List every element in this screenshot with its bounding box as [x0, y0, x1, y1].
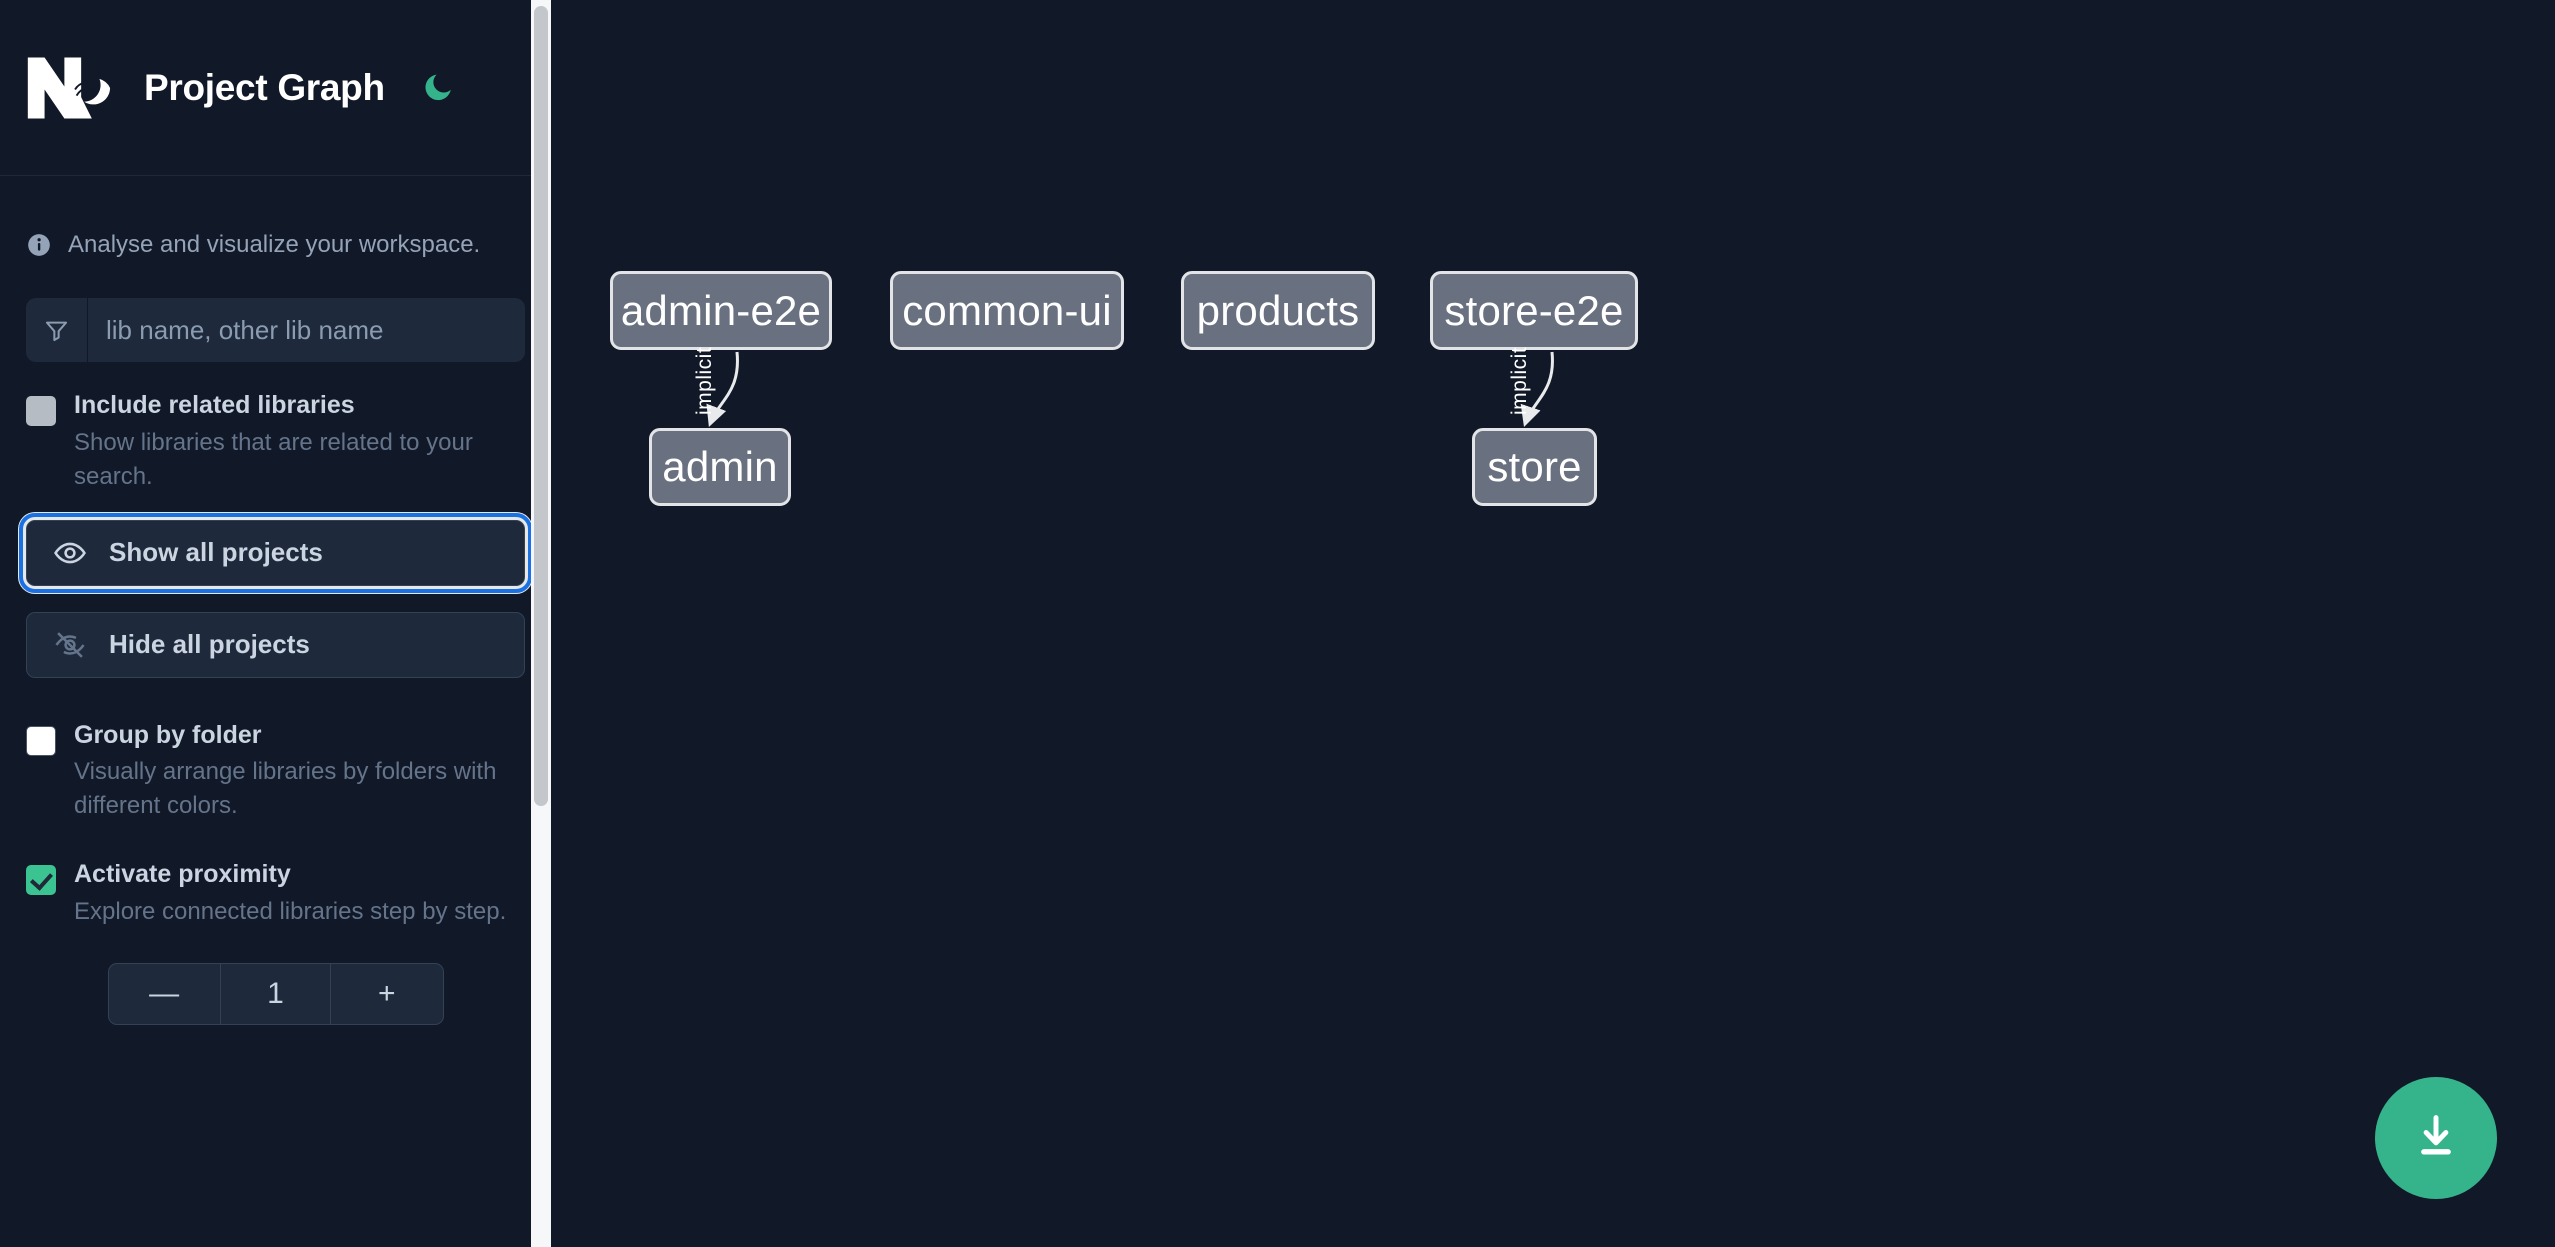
checkbox-activate-proximity[interactable] [26, 865, 56, 896]
option-label: Activate proximity [74, 860, 291, 889]
checkbox-group-by-folder[interactable] [26, 725, 56, 756]
hide-all-projects-label: Hide all projects [109, 629, 310, 660]
edge-label-store-e2e-store: implicit [1508, 346, 1531, 415]
node-label: admin [662, 443, 778, 490]
graph-node-store-e2e[interactable]: store-e2e [1430, 271, 1638, 350]
checkbox-include-related-libraries[interactable] [26, 396, 56, 426]
sidebar: Project Graph Analyse and visualize your… [0, 0, 551, 1247]
node-label: store-e2e [1444, 286, 1624, 334]
eye-off-icon [53, 628, 87, 662]
edge-label-admin-e2e-admin: implicit [693, 346, 716, 415]
node-label: common-ui [902, 286, 1112, 334]
option-description: Visually arrange libraries by folders wi… [74, 758, 497, 820]
hide-all-projects-button[interactable]: Hide all projects [26, 611, 525, 678]
proximity-stepper[interactable]: — 1 + [107, 962, 444, 1025]
option-activate-proximity[interactable]: Activate proximity Explore connected lib… [26, 861, 525, 929]
option-group-by-folder[interactable]: Group by folder Visually arrange librari… [26, 720, 525, 824]
show-all-projects-label: Show all projects [109, 537, 323, 568]
moon-icon[interactable] [415, 65, 461, 111]
sidebar-body: Analyse and visualize your workspace. In… [0, 176, 551, 1025]
filter-funnel-icon [26, 298, 88, 362]
graph-node-products[interactable]: products [1181, 271, 1375, 350]
page-title: Project Graph [144, 66, 385, 108]
option-include-related-libraries[interactable]: Include related libraries Show libraries… [26, 391, 525, 494]
sidebar-scrollbar[interactable] [531, 0, 551, 1247]
tagline-text: Analyse and visualize your workspace. [68, 231, 481, 258]
node-label: admin-e2e [620, 286, 822, 334]
show-all-projects-button[interactable]: Show all projects [19, 512, 532, 593]
info-icon [26, 232, 52, 258]
graph-node-admin-e2e[interactable]: admin-e2e [610, 271, 832, 350]
eye-icon [53, 536, 87, 570]
graph-node-admin[interactable]: admin [649, 428, 791, 506]
stepper-decrement-button[interactable]: — [149, 976, 180, 1010]
graph-node-store[interactable]: store [1472, 428, 1597, 506]
nx-logo-icon [26, 56, 118, 120]
option-description: Show libraries that are related to your … [74, 428, 473, 490]
option-label: Group by folder [74, 720, 262, 749]
node-label: products [1196, 286, 1360, 334]
option-description: Explore connected libraries step by step… [74, 897, 507, 925]
search-input[interactable] [88, 298, 525, 362]
graph-canvas[interactable]: admin-e2e common-ui products store-e2e a… [551, 0, 2555, 1247]
download-icon [2409, 1110, 2463, 1167]
download-graph-button[interactable] [2375, 1077, 2497, 1199]
sidebar-scrollbar-thumb[interactable] [534, 6, 548, 806]
node-label: store [1487, 443, 1582, 490]
graph-node-common-ui[interactable]: common-ui [890, 271, 1124, 350]
tagline: Analyse and visualize your workspace. [26, 176, 525, 276]
stepper-increment-button[interactable]: + [378, 976, 396, 1010]
stepper-value: 1 [219, 963, 332, 1024]
option-label: Include related libraries [74, 391, 355, 419]
sidebar-header: Project Graph [0, 0, 551, 176]
search-box[interactable] [26, 298, 525, 362]
